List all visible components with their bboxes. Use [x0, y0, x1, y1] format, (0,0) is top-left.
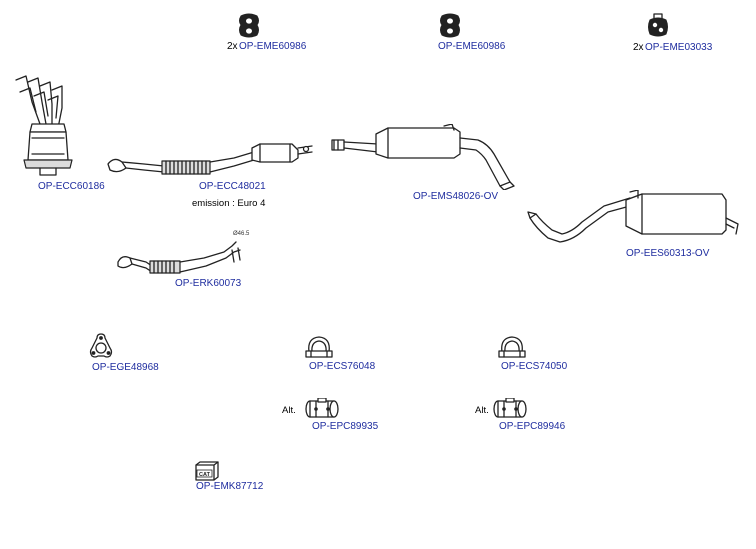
pipe-connector-icon[interactable] — [304, 398, 340, 420]
flange-gasket-icon[interactable] — [88, 332, 114, 360]
kit-badge: CAT — [199, 472, 211, 478]
emission-note: emission : Euro 4 — [192, 198, 266, 209]
part-link-eme60986[interactable]: OP-EME60986 — [239, 41, 307, 52]
part-link-ege48968[interactable]: OP-EGE48968 — [92, 362, 159, 373]
part-link-ecc48021[interactable]: OP-ECC48021 — [199, 181, 266, 192]
rubber-mount-icon[interactable] — [646, 13, 670, 39]
part-link-ecs74050[interactable]: OP-ECS74050 — [501, 361, 568, 372]
rubber-hanger-icon[interactable] — [437, 13, 463, 39]
pipe-clamp-icon[interactable] — [305, 334, 333, 360]
part-link-ems48026[interactable]: OP-EMS48026-OV — [413, 191, 499, 202]
manifold-catalyst-icon[interactable] — [10, 72, 80, 178]
pipe-connector-icon[interactable] — [492, 398, 528, 420]
pipe-clamp-icon[interactable] — [498, 334, 526, 360]
part-link-ees60313[interactable]: OP-EES60313-OV — [626, 248, 710, 259]
part-link-ecs76048[interactable]: OP-ECS76048 — [309, 361, 376, 372]
part-link-epc89935[interactable]: OP-EPC89935 — [312, 421, 379, 432]
front-pipe-catalyst-icon[interactable] — [104, 136, 316, 180]
alt-label: Alt. — [475, 405, 489, 416]
part-link-eme03033[interactable]: OP-EME03033 — [645, 42, 713, 53]
pipe-diameter: Ø46.5 — [233, 231, 250, 237]
hanger-qty: 2x — [227, 41, 238, 52]
part-link-eme60986[interactable]: OP-EME60986 — [438, 41, 506, 52]
rubber-hanger-icon[interactable] — [236, 13, 262, 39]
mount-qty: 2x — [633, 42, 644, 53]
part-link-emk87712[interactable]: OP-EMK87712 — [196, 481, 264, 492]
mounting-kit-icon[interactable]: CAT — [194, 461, 220, 481]
alt-label: Alt. — [282, 405, 296, 416]
rear-silencer-icon[interactable] — [526, 190, 744, 248]
part-link-ecc60186[interactable]: OP-ECC60186 — [38, 181, 105, 192]
part-link-epc89946[interactable]: OP-EPC89946 — [499, 421, 566, 432]
repair-pipe-icon[interactable] — [114, 230, 244, 278]
middle-silencer-icon[interactable] — [328, 124, 520, 190]
part-link-erk60073[interactable]: OP-ERK60073 — [175, 278, 242, 289]
